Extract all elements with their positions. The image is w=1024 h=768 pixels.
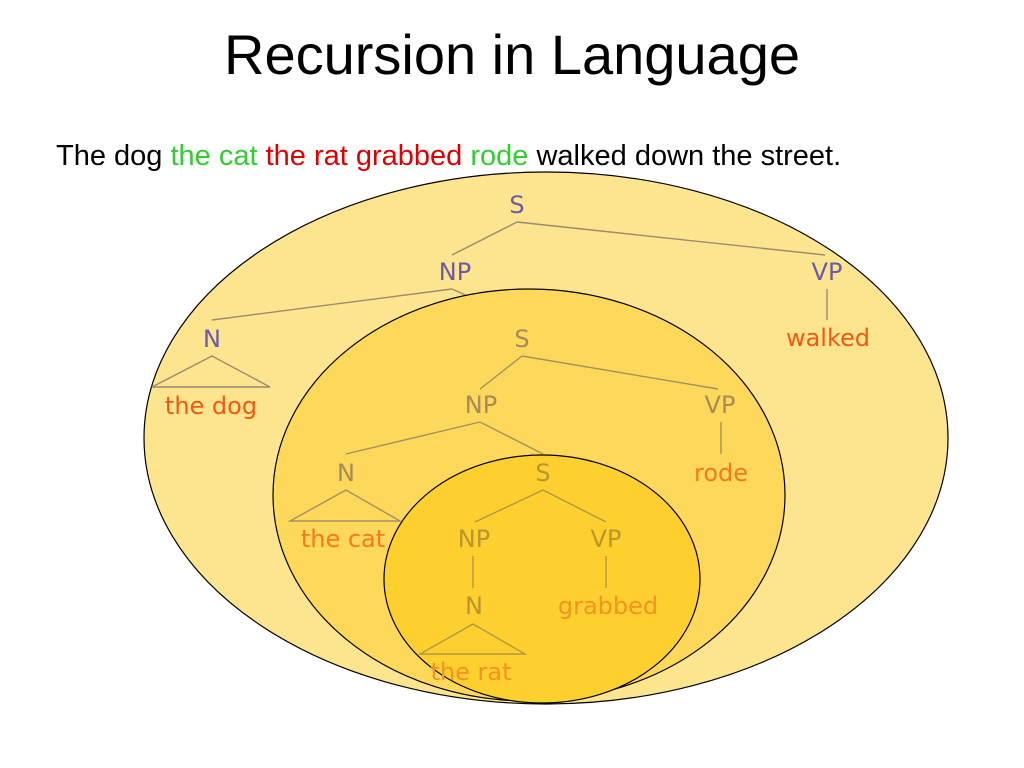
triangle-n-the-rat — [417, 623, 528, 655]
sentence-part-main-subject: The dog — [56, 140, 163, 172]
node-np: NP — [439, 258, 471, 286]
word-the-cat: the cat — [301, 525, 385, 553]
triangle-n-the-cat — [287, 489, 403, 522]
sentence-part-embedded-1-verb: rode — [470, 140, 529, 172]
node-np: NP — [465, 391, 497, 419]
edge-np-s — [479, 421, 544, 455]
node-n: N — [337, 459, 355, 487]
node-vp: VP — [812, 258, 843, 286]
word-grabbed: grabbed — [558, 592, 658, 620]
edge-np-n — [211, 288, 453, 321]
edge-np-n — [345, 421, 481, 455]
level2-labels: S NP VP N the cat rode — [301, 325, 748, 553]
level3-edges — [417, 489, 607, 655]
edge-s-vp — [516, 221, 826, 256]
node-vp: VP — [705, 391, 736, 419]
example-sentence: The dog the cat the rat grabbed rode wal… — [56, 140, 841, 173]
node-s: S — [509, 191, 524, 219]
word-the-dog: the dog — [165, 392, 257, 420]
slide-title: Recursion in Language — [224, 23, 800, 86]
node-n: N — [465, 592, 483, 620]
edge-s-vp — [521, 355, 719, 390]
node-vp: VP — [591, 525, 622, 553]
triangle-n-the-dog — [151, 355, 271, 388]
level1-labels: S NP VP N the dog walked — [165, 191, 870, 420]
edge-s-np — [474, 489, 544, 523]
edge-s-np — [451, 221, 518, 256]
inner-clause-ellipse — [383, 454, 701, 704]
sentence-part-main-predicate: walked down the street. — [536, 140, 842, 172]
word-the-rat: the rat — [431, 658, 512, 686]
level2-edges — [287, 355, 722, 522]
sentence-part-embedded-1: the cat — [170, 140, 258, 172]
node-np: NP — [458, 525, 490, 553]
edge-s-np — [479, 355, 523, 390]
node-n: N — [203, 325, 221, 353]
node-s: S — [535, 459, 550, 487]
word-walked: walked — [786, 324, 870, 352]
level3-labels: S NP VP N the rat grabbed — [431, 459, 659, 686]
word-rode: rode — [694, 459, 748, 487]
edge-s-vp — [542, 489, 607, 523]
sentence-part-embedded-2: the rat grabbed — [265, 140, 463, 172]
node-s: S — [514, 325, 529, 353]
